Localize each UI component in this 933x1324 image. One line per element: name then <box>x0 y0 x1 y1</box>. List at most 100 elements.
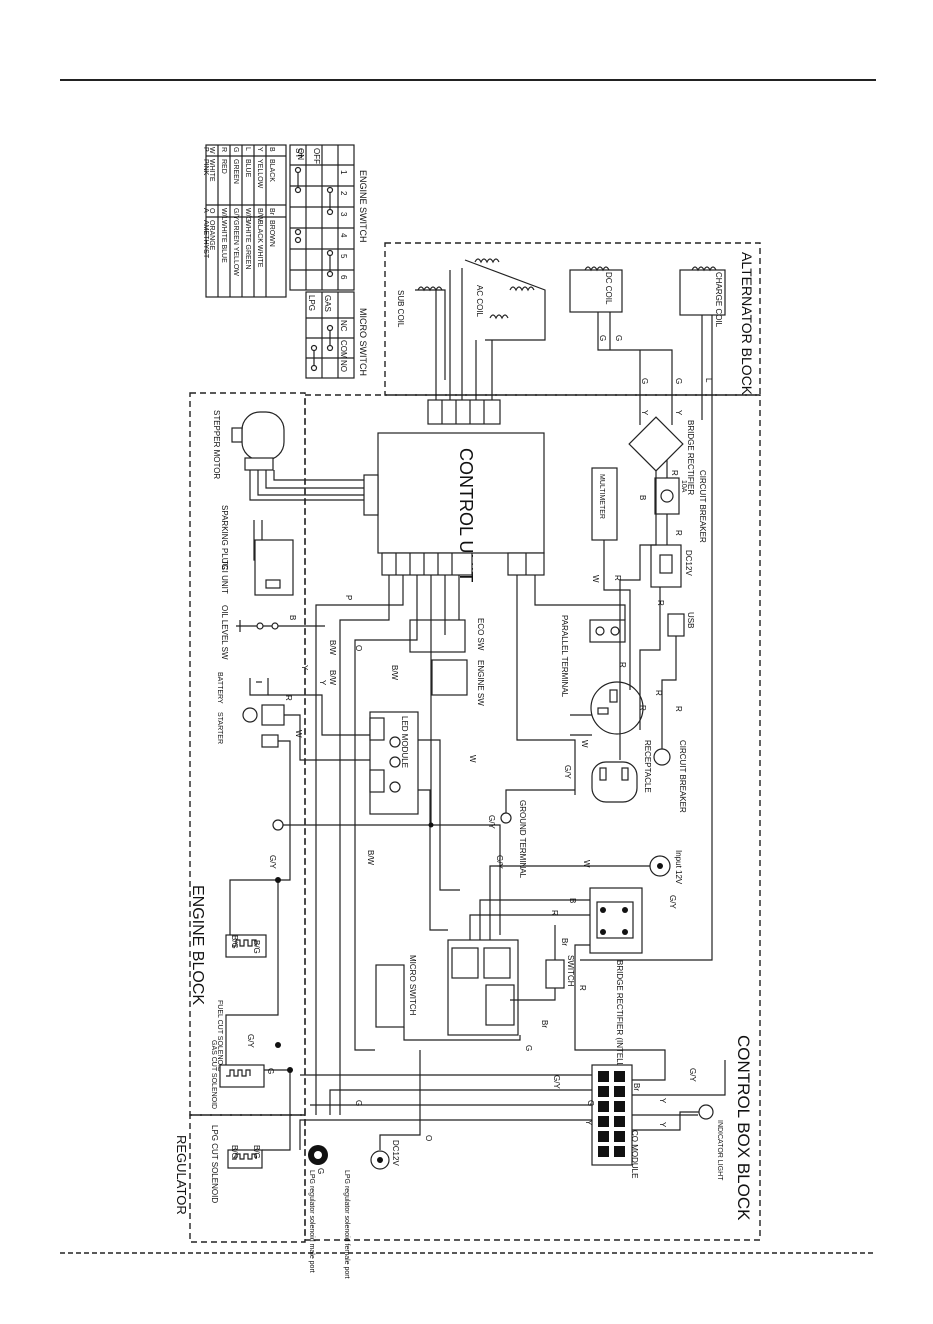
control-unit-connector-right <box>507 552 545 576</box>
micro-switch-col-com: COM <box>339 340 348 359</box>
eco-engine-switch: ECO SW ENGINE SW <box>409 618 485 706</box>
micro-switch-row-gas: GAS <box>323 295 332 312</box>
svg-text:USB: USB <box>686 612 695 628</box>
tci-unit: TCI UNIT <box>220 539 294 596</box>
wire-label: B/W <box>328 640 337 656</box>
wire-label: G <box>674 378 683 384</box>
wire-label: G <box>266 1068 275 1074</box>
wire-label: W <box>591 575 600 583</box>
svg-text:LPG CUT SOLENOID: LPG CUT SOLENOID <box>210 1125 219 1203</box>
wire-label: B <box>288 615 297 620</box>
lpg-male-port: LPG regulator solenoid male port <box>308 1145 328 1273</box>
engine-switch-col-5: 5 <box>339 254 348 259</box>
bridge-rectifier-intelligent: BRIDGE RECTIFIER (INTELLIGENT) <box>589 887 643 1095</box>
co-module-pin <box>614 1071 625 1082</box>
charge-coil: CHARGE COIL <box>679 266 726 328</box>
ac-coil: AC COIL <box>464 258 546 341</box>
color-code: W <box>208 147 215 154</box>
alternator-block-title: ALTERNATOR BLOCK <box>739 252 755 396</box>
svg-text:CO MODULE: CO MODULE <box>630 1130 639 1178</box>
wire-label: W <box>580 740 589 748</box>
color-code: Y <box>256 147 263 152</box>
color-name: PINK <box>202 159 209 176</box>
regulator-block-title: REGULATOR <box>174 1135 189 1215</box>
co-module-pin <box>614 1101 625 1112</box>
svg-text:BATTERY: BATTERY <box>216 672 223 704</box>
color-name: WHITE BLUE <box>220 220 227 263</box>
wire-label: G <box>614 335 623 341</box>
wire-label: G/Y <box>552 1075 561 1089</box>
color-name: BLACK <box>268 159 275 182</box>
wire-label: G/Y <box>495 855 504 869</box>
wire-label: W <box>294 730 303 738</box>
color-name: WHITE GREEN <box>244 220 251 269</box>
wire-label: Y <box>674 410 683 416</box>
color-code: W/L <box>220 208 227 221</box>
wire-label: Y <box>318 680 327 686</box>
wire-label: Y <box>300 665 309 671</box>
svg-text:SWITCH: SWITCH <box>566 955 575 987</box>
wire-label: B/G <box>252 940 261 954</box>
engine-switch-col-2: 2 <box>339 191 348 196</box>
co-module-pin <box>614 1131 625 1142</box>
color-name: BLACK WHITE <box>256 220 263 268</box>
wire-label: P <box>344 595 353 600</box>
co-module-pin <box>598 1131 609 1142</box>
color-name: BROWN <box>268 220 275 247</box>
color-name: RED <box>220 159 227 174</box>
engine-switch-col-4: 4 <box>339 233 348 238</box>
wire-label: B/G <box>230 935 239 949</box>
wire-label: Br <box>540 1020 549 1028</box>
wire-label: R <box>656 600 665 606</box>
lpg-female-port: LPG regulator solenoid female port DC12V <box>343 1140 400 1279</box>
svg-text:STARTER: STARTER <box>216 712 223 744</box>
svg-text:MULTIMETER: MULTIMETER <box>598 474 605 519</box>
color-name: GREEN YELLOW <box>232 220 239 276</box>
wire-label: R <box>613 575 622 581</box>
color-name: YELLOW <box>256 159 263 189</box>
color-code: L <box>244 147 251 151</box>
wire-label: W <box>468 755 477 763</box>
wire-label: B/W <box>390 665 399 681</box>
svg-text:Input 12V: Input 12V <box>674 850 683 885</box>
color-name: GREEN <box>232 159 239 184</box>
wire-label: R <box>654 690 663 696</box>
co-module: CO MODULE <box>591 1064 639 1178</box>
wire-label: G <box>598 335 607 341</box>
wire-label: G/Y <box>668 895 677 909</box>
wire-label: G/Y <box>688 1068 697 1082</box>
engine-switch-title: ENGINE SWITCH <box>358 170 368 243</box>
wire-label: Y <box>658 1098 667 1104</box>
wire-label: Y <box>658 1122 667 1128</box>
receptacle-120v-20a <box>591 761 638 803</box>
svg-text:PARALLEL TERMINAL: PARALLEL TERMINAL <box>560 615 569 698</box>
micro-switch-title: MICRO SWITCH <box>358 308 368 376</box>
co-module-pin <box>598 1101 609 1112</box>
svg-text:CHARGE COIL: CHARGE COIL <box>714 272 723 328</box>
wire-label: R <box>670 470 679 476</box>
svg-text:LPG regulator solenoid male po: LPG regulator solenoid male port <box>308 1170 315 1273</box>
engine-switch-col-1: 1 <box>339 170 348 175</box>
wire-label: G <box>524 1045 533 1051</box>
color-name: AMETHYST <box>202 220 209 259</box>
color-code: A <box>202 208 209 213</box>
wire-label: G/Y <box>268 855 277 869</box>
receptacle-120v-30a <box>590 681 644 735</box>
engine-switch-col-3: 3 <box>339 212 348 217</box>
multimeter: MULTIMETER <box>591 467 618 541</box>
micro-switch-col-nc: NC <box>339 320 348 332</box>
color-code: B/W <box>256 208 263 222</box>
control-unit-connector-left <box>363 474 379 516</box>
alternator-block-outline <box>384 242 761 396</box>
wire-label: B/G <box>230 1145 239 1159</box>
color-code: G <box>232 147 239 152</box>
micro-switch-table: GAS LPG NC COM NO MICRO SWITCH <box>305 291 368 379</box>
svg-text:DC12V: DC12V <box>391 1140 400 1166</box>
wire-label: G/Y <box>563 765 572 779</box>
svg-text:DC COIL: DC COIL <box>604 272 613 305</box>
coil-connector <box>427 399 501 425</box>
control-unit-connector-bottom <box>381 552 473 576</box>
dc-coil: DC COIL <box>569 266 623 313</box>
svg-text:CONTROL UNIT: CONTROL UNIT <box>456 448 476 582</box>
svg-text:SPARKING PLUG: SPARKING PLUG <box>220 505 229 570</box>
